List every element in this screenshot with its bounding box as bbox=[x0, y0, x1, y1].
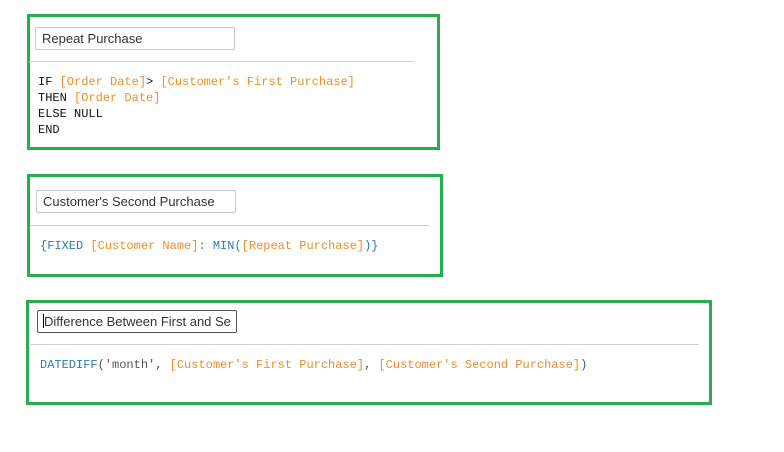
calc-name-input[interactable]: Customer's Second Purchase bbox=[36, 190, 236, 213]
divider bbox=[30, 225, 429, 226]
function: MIN( bbox=[212, 239, 242, 253]
close-paren: )} bbox=[364, 239, 379, 253]
field-ref: [Customer's First Purchase] bbox=[169, 358, 365, 372]
formula-editor[interactable]: IF [Order Date]> [Customer's First Purch… bbox=[38, 74, 355, 138]
keyword: IF bbox=[38, 75, 60, 89]
formula-editor[interactable]: {FIXED [Customer Name]: MIN([Repeat Purc… bbox=[40, 238, 379, 254]
field-ref: [Customer Name] bbox=[90, 239, 199, 253]
keyword: END bbox=[38, 123, 60, 137]
keyword: THEN bbox=[38, 91, 75, 105]
field-ref: [Order Date] bbox=[74, 91, 161, 105]
function: DATEDIFF bbox=[40, 358, 98, 372]
keyword: ELSE NULL bbox=[38, 107, 103, 121]
operator: > bbox=[146, 75, 161, 89]
field-ref: [Repeat Purchase] bbox=[241, 239, 365, 253]
field-ref: [Order Date] bbox=[59, 75, 147, 89]
comma: , bbox=[364, 358, 379, 372]
lod-keyword: {FIXED bbox=[40, 239, 91, 253]
formula-editor[interactable]: DATEDIFF('month', [Customer's First Purc… bbox=[40, 357, 587, 373]
field-ref: [Customer's First Purchase] bbox=[160, 75, 355, 89]
args: ('month', bbox=[97, 358, 170, 372]
calc-name-input[interactable]: Difference Between First and Se bbox=[37, 310, 237, 333]
colon: : bbox=[198, 239, 213, 253]
calc-name-input[interactable]: Repeat Purchase bbox=[35, 27, 235, 50]
divider bbox=[30, 344, 699, 345]
divider bbox=[29, 61, 414, 62]
field-ref: [Customer's Second Purchase] bbox=[378, 358, 581, 372]
close-paren: ) bbox=[580, 358, 588, 372]
